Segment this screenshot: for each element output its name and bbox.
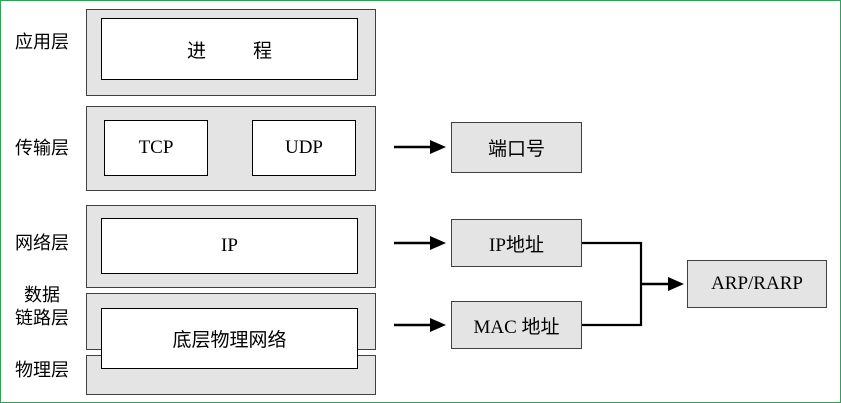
ip-box: IP — [101, 218, 358, 274]
arrow-datalink-to-mac-address — [394, 318, 446, 332]
udp-box: UDP — [252, 120, 356, 176]
ip-address-box: IP地址 — [451, 219, 582, 267]
port-number-box: 端口号 — [451, 122, 582, 173]
arrow-network-to-ip-address — [394, 236, 446, 250]
arrow-transport-to-port — [394, 140, 446, 154]
arp-rarp-box: ARP/RARP — [687, 260, 827, 308]
physical-network-box: 底层物理网络 — [101, 308, 358, 369]
label-datalink-layer-line1: 数据 — [24, 285, 60, 305]
connector-ip-mac-to-arp — [582, 241, 684, 327]
label-physical-layer: 物理层 — [15, 360, 69, 380]
tcp-box: TCP — [104, 120, 208, 176]
label-datalink-layer-line2: 链路层 — [15, 308, 69, 328]
label-network-layer: 网络层 — [15, 233, 69, 253]
process-box: 进 程 — [101, 18, 358, 80]
label-application-layer: 应用层 — [15, 32, 69, 52]
label-transport-layer: 传输层 — [15, 138, 69, 158]
mac-address-box: MAC 地址 — [451, 301, 582, 349]
